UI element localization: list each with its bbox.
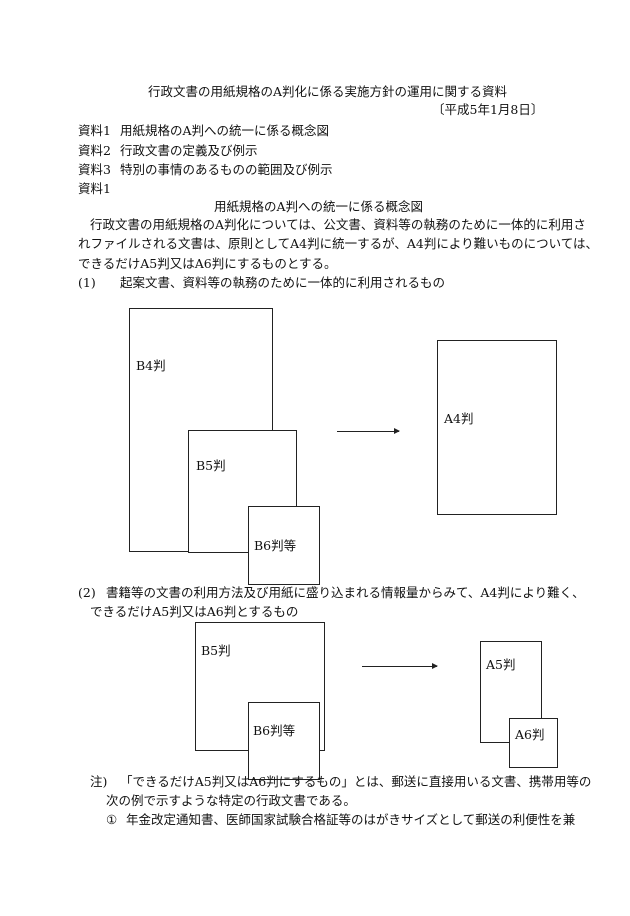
index-item-text: 行政文書の定義及び例示 (120, 143, 258, 158)
paper-a6 (509, 718, 558, 768)
paper-a5-label: A5判 (486, 657, 516, 672)
index-item-code: 資料3 (78, 162, 111, 177)
section-code: 資料1 (78, 181, 111, 196)
note-prefix: 注) (90, 774, 108, 789)
note-text: 「できるだけA5判又はA6判にするもの」とは、郵送に直接用いる文書、携帯用等の (120, 774, 592, 789)
paper-a4 (437, 340, 557, 515)
arrow-right-icon (362, 663, 438, 669)
note-item-number: ① (106, 812, 118, 827)
paper-b6-label: B6判等 (253, 723, 296, 738)
note-text: 次の例で示すような特定の行政文書である。 (106, 793, 356, 808)
item-number: (1) (78, 275, 96, 290)
paper-a4-label: A4判 (444, 411, 474, 426)
document-title: 行政文書の用紙規格のA判化に係る実施方針の運用に関する資料 (148, 84, 508, 99)
index-item-code: 資料2 (78, 143, 111, 158)
intro-line: できるだけA5判又はA6判にするものとする。 (78, 256, 337, 271)
item-text: 起案文書、資料等の執務のために一体的に利用されるもの (120, 275, 446, 290)
paper-b6-label: B6判等 (254, 538, 297, 553)
paper-b5-label: B5判 (196, 458, 226, 473)
index-item-text: 特別の事情のあるものの範囲及び例示 (120, 162, 333, 177)
item-text: 書籍等の文書の利用方法及び用紙に盛り込まれる情報量からみて、A4判により難く、 (106, 585, 585, 600)
paper-b5-label: B5判 (201, 643, 231, 658)
section-title: 用紙規格のA判への統一に係る概念図 (214, 199, 424, 214)
intro-line: 行政文書の用紙規格のA判化については、公文書、資料等の執務のために一体的に利用さ (90, 217, 586, 232)
item-number: (2) (78, 585, 96, 600)
paper-b6 (248, 506, 320, 585)
intro-line: れファイルされる文書は、原則としてA4判に統一するが、A4判により難いものについ… (78, 236, 598, 251)
index-item-text: 用紙規格のA判への統一に係る概念図 (120, 123, 330, 138)
index-item-code: 資料1 (78, 123, 111, 138)
paper-b4-label: B4判 (136, 358, 166, 373)
paper-a6-label: A6判 (515, 727, 545, 742)
item-text: できるだけA5判又はA6判とするもの (90, 604, 299, 619)
arrow-right-icon (337, 428, 400, 434)
paper-b6 (248, 702, 320, 780)
document-date: 〔平成5年1月8日〕 (432, 102, 544, 117)
note-item-text: 年金改定通知書、医師国家試験合格証等のはがきサイズとして郵送の利便性を兼 (126, 812, 576, 827)
